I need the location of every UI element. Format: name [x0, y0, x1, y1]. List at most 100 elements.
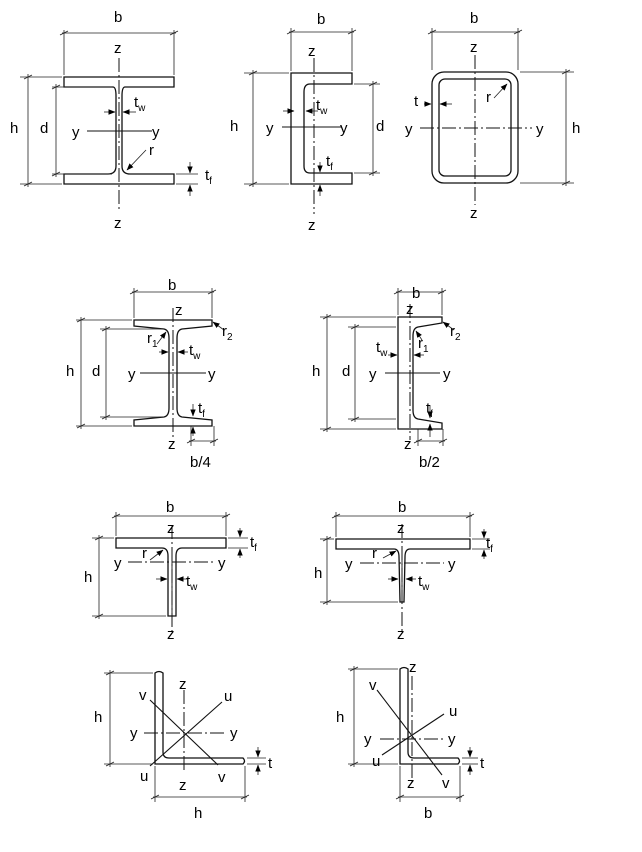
- label-b: b: [398, 499, 406, 516]
- label-r: r: [142, 545, 147, 562]
- equal-angle-section: z z y y v v u u h h t: [94, 670, 273, 822]
- label-b: b: [317, 11, 325, 28]
- label-y-left: y: [72, 124, 80, 141]
- tapered-i-outline: [133, 319, 213, 427]
- channel-outline: [290, 72, 353, 185]
- label-v-top: v: [369, 677, 377, 694]
- label-y-right: y: [340, 120, 348, 137]
- label-z-top: z: [179, 676, 187, 693]
- u-axis: [381, 713, 445, 756]
- label-y-right: y: [218, 555, 226, 572]
- label-tw: tw: [376, 339, 388, 359]
- label-z-top: z: [409, 659, 417, 676]
- label-u-bottom: u: [140, 768, 148, 785]
- label-y-right: y: [208, 366, 216, 383]
- label-h: h: [314, 565, 322, 582]
- label-u-top: u: [449, 703, 457, 720]
- tee-left-outline: [115, 537, 227, 617]
- label-tw: tw: [134, 94, 146, 114]
- label-tf: tf: [205, 167, 212, 187]
- label-h: h: [572, 120, 580, 137]
- label-b: b: [168, 277, 176, 294]
- label-v-bottom: v: [218, 769, 226, 786]
- label-r1: r1: [147, 330, 158, 350]
- label-z-top: z: [308, 43, 316, 60]
- label-u-bottom: u: [372, 753, 380, 770]
- label-d: d: [376, 118, 384, 135]
- label-d: d: [342, 363, 350, 380]
- label-y-left: y: [405, 121, 413, 138]
- label-v-bottom: v: [442, 775, 450, 792]
- tapered-channel-outline: [397, 316, 443, 430]
- label-z-top: z: [397, 520, 405, 537]
- label-h: h: [66, 363, 74, 380]
- label-tf: tf: [198, 400, 205, 420]
- label-h: h: [230, 118, 238, 135]
- label-t: t: [480, 755, 485, 772]
- label-y-right: y: [152, 124, 160, 141]
- tee-section-right: b z z y y h r tw tf: [314, 499, 493, 643]
- i-section-outline: [63, 76, 175, 185]
- label-b-quarter: b/4: [190, 454, 211, 471]
- label-z-bottom: z: [397, 626, 405, 643]
- tapered-channel-section: b z z y y h d b/2 r1 r2 tw tf: [312, 285, 461, 471]
- label-b: b: [114, 9, 122, 26]
- label-z-bottom: z: [179, 777, 187, 794]
- label-tf: tf: [326, 153, 333, 173]
- i-section: b z z y y h d r tw tf: [10, 9, 212, 232]
- label-r: r: [149, 142, 154, 159]
- label-y-right: y: [536, 121, 544, 138]
- label-z-bottom: z: [470, 205, 478, 222]
- tee-right-outline: [335, 538, 471, 603]
- label-z-bottom: z: [404, 436, 412, 453]
- label-t: t: [268, 755, 273, 772]
- label-r: r: [486, 89, 491, 106]
- v-axis: [149, 699, 219, 766]
- label-b-half: b/2: [419, 454, 440, 471]
- label-tw: tw: [189, 342, 201, 362]
- label-z-bottom: z: [114, 215, 122, 232]
- label-d: d: [40, 120, 48, 137]
- label-z-top: z: [470, 39, 478, 56]
- tapered-i-section: b z z y y h d b/4 r1 r2 tw tf: [66, 277, 233, 471]
- label-z-bottom: z: [167, 626, 175, 643]
- label-y-right: y: [230, 725, 238, 742]
- label-z-bottom: z: [168, 436, 176, 453]
- label-d: d: [92, 363, 100, 380]
- label-y-left: y: [128, 366, 136, 383]
- label-z-bottom: z: [407, 775, 415, 792]
- rectangular-hollow-section: b z z y y h t r: [405, 10, 580, 222]
- label-u-top: u: [224, 688, 232, 705]
- label-b: b: [412, 285, 420, 302]
- label-y-right: y: [448, 556, 456, 573]
- v-axis: [376, 689, 443, 776]
- label-r1: r1: [418, 335, 429, 355]
- unequal-angle-outline: [399, 666, 461, 765]
- unequal-angle-section: z z y y v v u u h b t: [336, 659, 485, 822]
- label-y-left: y: [266, 120, 274, 137]
- label-v-top: v: [139, 687, 147, 704]
- label-tf: tf: [486, 535, 493, 555]
- channel-section: b z z y y h d tw tf: [230, 11, 384, 234]
- label-r2: r2: [450, 323, 461, 343]
- label-tw: tw: [316, 97, 328, 117]
- equal-angle-outline: [154, 670, 246, 765]
- label-y-left: y: [345, 556, 353, 573]
- label-y-right: y: [443, 366, 451, 383]
- label-y-right: y: [448, 731, 456, 748]
- label-b: b: [470, 10, 478, 27]
- label-h: h: [312, 363, 320, 380]
- label-z-top: z: [406, 301, 414, 318]
- label-b: b: [166, 499, 174, 516]
- label-h: h: [84, 569, 92, 586]
- label-h: h: [336, 709, 344, 726]
- label-y-left: y: [369, 366, 377, 383]
- u-axis: [149, 701, 223, 767]
- label-h-vertical: h: [94, 709, 102, 726]
- label-tw: tw: [186, 573, 198, 593]
- label-y-left: y: [364, 731, 372, 748]
- label-h-horizontal: h: [194, 805, 202, 822]
- label-tf: tf: [426, 400, 433, 420]
